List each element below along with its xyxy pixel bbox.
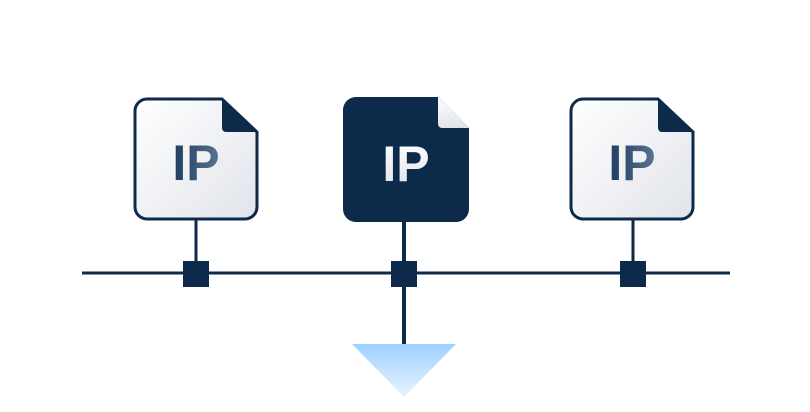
junction-left [183,261,209,287]
ip-document-center[interactable]: IP [343,97,469,222]
ip-document-right[interactable]: IP [569,97,695,221]
ip-document-left[interactable]: IP [133,97,259,221]
down-arrow-icon [352,344,456,397]
node-label: IP [608,135,655,191]
junction-right [620,261,646,287]
junction-center [391,261,417,287]
node-label: IP [382,136,429,192]
node-label: IP [172,135,219,191]
